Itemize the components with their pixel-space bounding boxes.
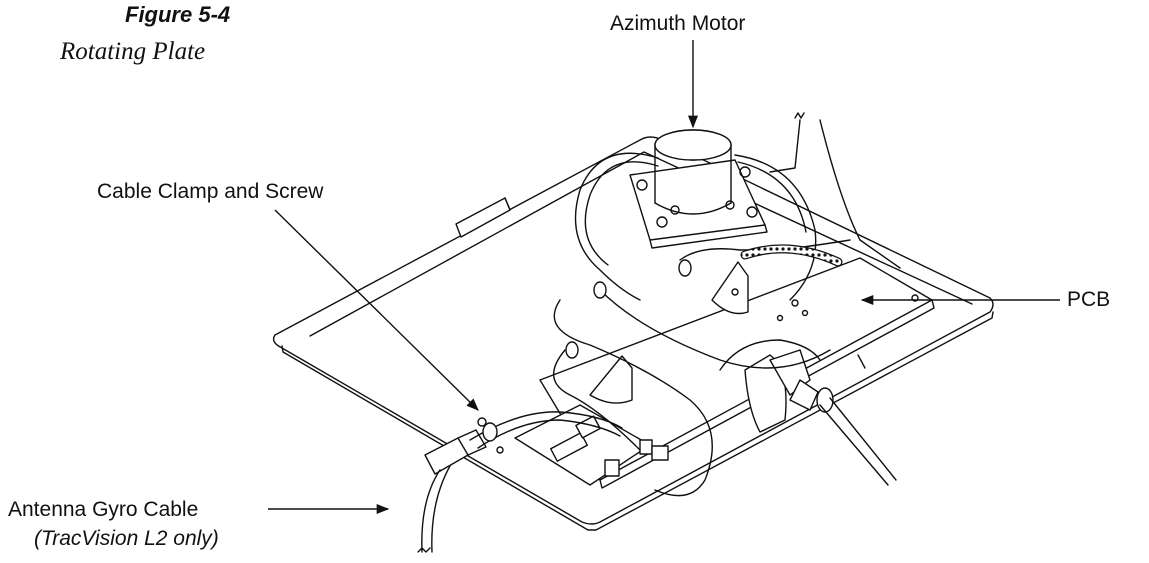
- cable-clamps: [477, 259, 692, 454]
- callout-azimuth-motor: Azimuth Motor: [610, 12, 746, 35]
- base-plate: [272, 136, 994, 531]
- lower-pcb: [514, 404, 669, 486]
- cables: [469, 119, 901, 497]
- brackets: [589, 261, 749, 404]
- figure-number: Figure 5-4: [125, 2, 231, 27]
- callout-cable-clamp: Cable Clamp and Screw: [97, 180, 324, 203]
- azimuth-motor: [629, 129, 768, 249]
- gyro-cable-assembly: [417, 429, 487, 553]
- rod: [819, 397, 897, 486]
- callout-gyro-cable-note: (TracVision L2 only): [34, 527, 219, 550]
- callout-gyro-cable: Antenna Gyro Cable: [8, 498, 199, 521]
- leader-clamp: [274, 209, 479, 411]
- figure-title: Rotating Plate: [60, 38, 206, 65]
- gyro-housing: [744, 349, 834, 433]
- callout-pcb: PCB: [1067, 288, 1111, 311]
